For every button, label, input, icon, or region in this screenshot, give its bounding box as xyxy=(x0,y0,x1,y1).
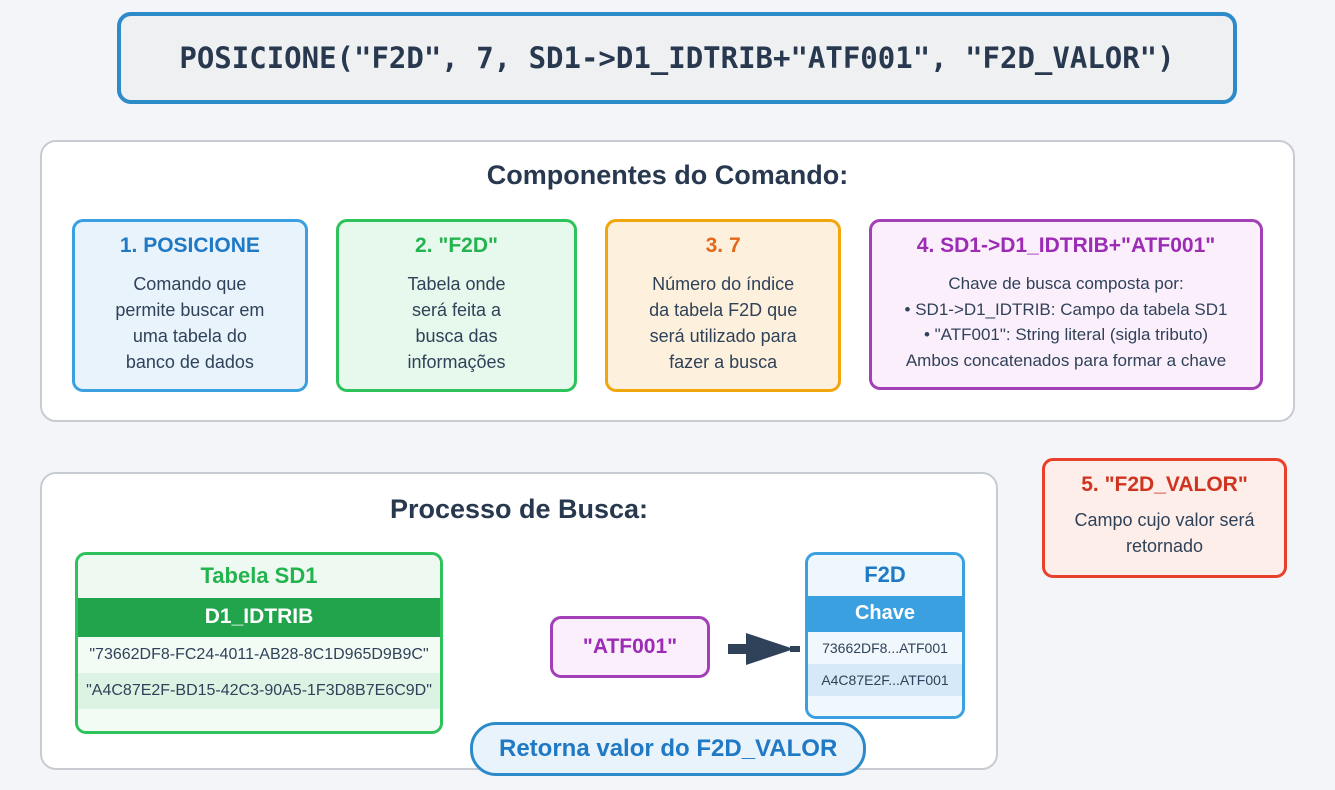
component-card-body: Chave de busca composta por: • SD1->D1_I… xyxy=(882,271,1250,373)
component-card-line: Chave de busca composta por: xyxy=(948,274,1184,294)
f2d-table-empty-row xyxy=(808,696,962,716)
component-card-heading: 5. "F2D_VALOR" xyxy=(1081,473,1248,496)
component-card-line: informações xyxy=(407,352,506,373)
component-card-line: da tabela F2D que xyxy=(649,300,798,321)
component-card-body: Comando que permite buscar em uma tabela… xyxy=(85,271,295,375)
component-card-line: fazer a busca xyxy=(669,352,778,373)
component-card-body: Tabela onde será feita a busca das infor… xyxy=(349,271,565,375)
component-card-body: Campo cujo valor será retornado xyxy=(1055,507,1274,559)
component-card-heading: 1. POSICIONE xyxy=(119,234,260,257)
table-row: "A4C87E2F-BD15-42C3-90A5-1F3D8B7E6C9D" xyxy=(78,673,440,709)
f2d-table-title: F2D xyxy=(808,555,962,596)
process-panel: Processo de Busca: Tabela SD1 D1_IDTRIB … xyxy=(40,472,998,770)
components-card-row: 1. POSICIONE Comando que permite buscar … xyxy=(72,219,1264,393)
component-card-heading: 4. SD1->D1_IDTRIB+"ATF001" xyxy=(916,234,1216,257)
return-value-badge: Retorna valor do F2D_VALOR xyxy=(470,722,867,776)
command-code-banner: POSICIONE("F2D", 7, SD1->D1_IDTRIB+"ATF0… xyxy=(117,12,1237,104)
component-card-line: será feita a xyxy=(411,300,502,321)
components-panel-title: Componentes do Comando: xyxy=(486,160,849,190)
component-card-line: Número do índice xyxy=(652,274,795,295)
component-card-line: permite buscar em xyxy=(115,300,265,321)
command-code-text: POSICIONE("F2D", 7, SD1->D1_IDTRIB+"ATF0… xyxy=(179,41,1175,75)
component-card-heading: 2. "F2D" xyxy=(415,234,498,257)
f2d-table-column-header: Chave xyxy=(808,596,962,632)
component-card-line: será retornado xyxy=(1125,510,1255,557)
table-row: 73662DF8...ATF001 xyxy=(808,632,962,664)
component-card-posicione[interactable]: 1. POSICIONE Comando que permite buscar … xyxy=(72,219,308,393)
component-card-line: busca das xyxy=(415,326,498,347)
component-card-line: Campo cujo valor xyxy=(1074,510,1215,530)
sd1-table: Tabela SD1 D1_IDTRIB "73662DF8-FC24-4011… xyxy=(75,552,443,734)
arrow-right-icon xyxy=(728,633,800,665)
search-key-chip: "ATF001" xyxy=(550,616,710,678)
component-card-line: Comando que xyxy=(133,274,247,295)
component-card-body: Número do índice da tabela F2D que será … xyxy=(618,271,828,375)
components-panel: Componentes do Comando: 1. POSICIONE Com… xyxy=(40,140,1295,422)
sd1-table-empty-row xyxy=(78,709,440,731)
return-value-badge-label: Retorna valor do F2D_VALOR xyxy=(499,735,838,762)
component-card-line: Ambos concatenados para formar a chave xyxy=(905,350,1227,370)
f2d-table: F2D Chave 73662DF8...ATF001 A4C87E2F...A… xyxy=(805,552,965,719)
process-panel-title: Processo de Busca: xyxy=(389,494,649,524)
component-card-line: • "ATF001": String literal (sigla tribut… xyxy=(923,325,1209,345)
component-card-return-field[interactable]: 5. "F2D_VALOR" Campo cujo valor será ret… xyxy=(1042,458,1287,579)
sd1-table-column-header: D1_IDTRIB xyxy=(78,598,440,637)
table-row: A4C87E2F...ATF001 xyxy=(808,664,962,696)
component-card-line: será utilizado para xyxy=(649,326,797,347)
component-card-heading: 3. 7 xyxy=(705,234,741,257)
component-card-index[interactable]: 3. 7 Número do índice da tabela F2D que … xyxy=(605,219,842,393)
search-key-chip-label: "ATF001" xyxy=(582,635,678,658)
component-card-line: • SD1->D1_IDTRIB: Campo da tabela SD1 xyxy=(904,299,1228,319)
component-card-key[interactable]: 4. SD1->D1_IDTRIB+"ATF001" Chave de busc… xyxy=(869,219,1264,391)
component-card-line: banco de dados xyxy=(125,352,254,373)
component-card-line: Tabela onde xyxy=(407,274,506,295)
component-card-line: uma tabela do xyxy=(132,326,247,347)
component-card-f2d[interactable]: 2. "F2D" Tabela onde será feita a busca … xyxy=(335,219,578,393)
sd1-table-title: Tabela SD1 xyxy=(78,555,440,598)
table-row: "73662DF8-FC24-4011-AB28-8C1D965D9B9C" xyxy=(78,637,440,673)
